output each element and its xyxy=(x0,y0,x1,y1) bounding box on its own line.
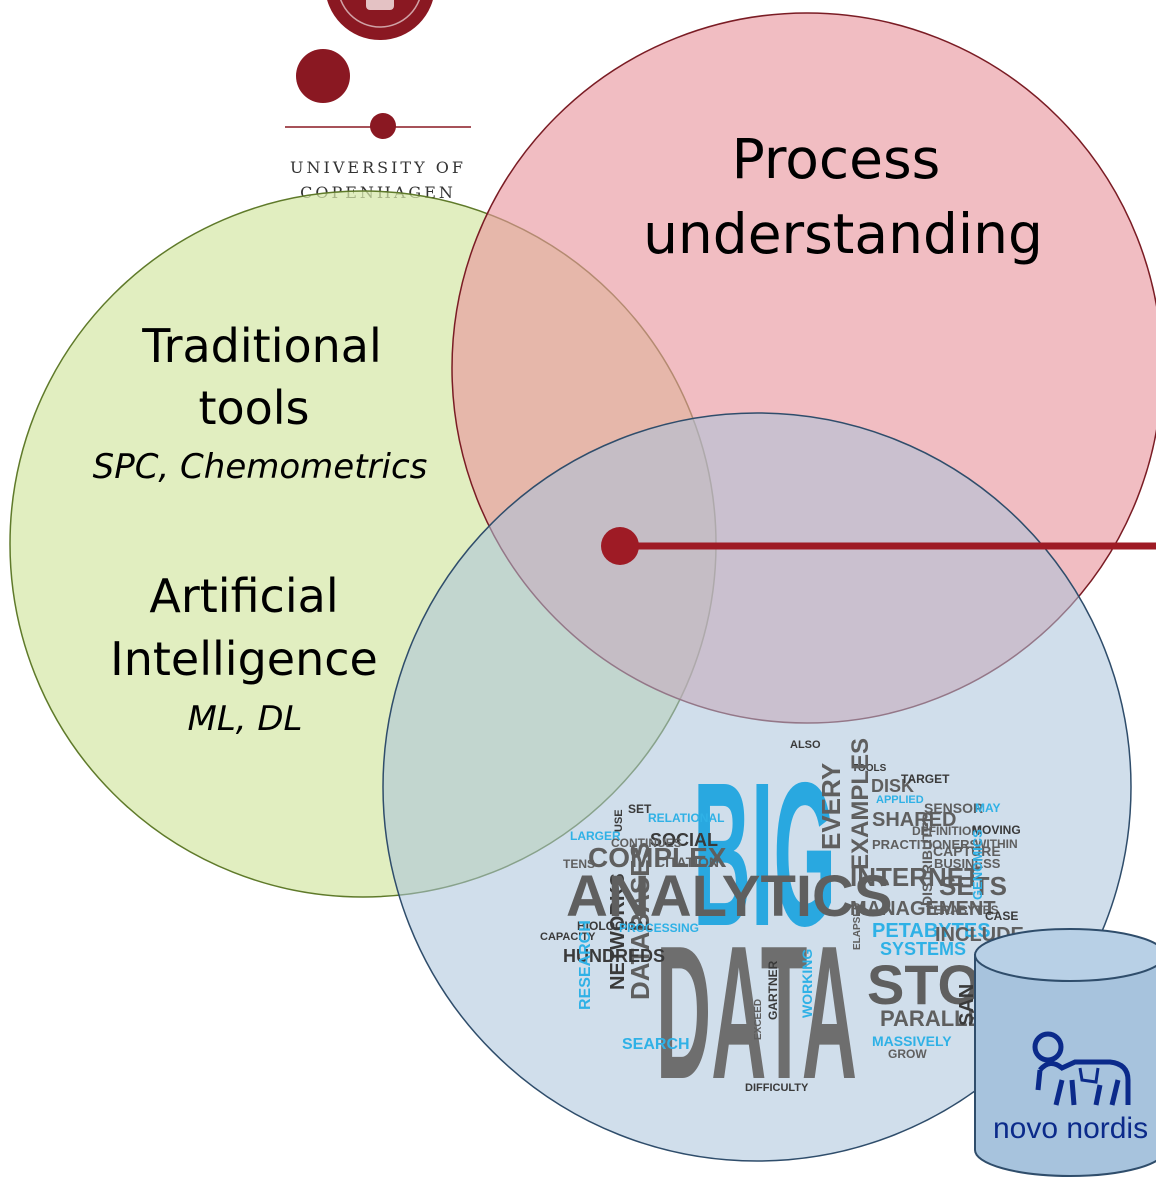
ai-line2: Intelligence xyxy=(110,632,378,686)
word-cloud-word: EVERY xyxy=(816,763,846,850)
traditional-tools-line1: Traditional xyxy=(141,319,382,373)
logo-small-dot-icon xyxy=(370,113,396,139)
word-cloud-word: MASSIVELY xyxy=(872,1033,952,1049)
word-cloud-word: TOOLS xyxy=(852,763,887,774)
word-cloud-word: CAPACITY xyxy=(540,931,596,943)
word-cloud-word: EXAMPLES xyxy=(847,738,874,870)
ai-examples: ML, DL xyxy=(187,699,302,739)
company-name: novo nordis xyxy=(993,1112,1148,1145)
university-seal-icon xyxy=(327,0,433,40)
word-cloud-word: INTERNET xyxy=(850,862,980,892)
word-cloud-word: DATABASES xyxy=(625,842,655,1000)
word-cloud-word: CONTINUES xyxy=(611,836,682,850)
word-cloud-word: DEFINITION xyxy=(912,824,980,838)
word-cloud-word: DISTRIBUTED xyxy=(919,812,935,906)
word-cloud-word: SAN xyxy=(956,984,978,1026)
word-cloud-word: PROCESSING xyxy=(619,921,699,935)
word-cloud-word: SET xyxy=(628,802,652,816)
word-cloud-word: MAY xyxy=(975,801,1001,815)
word-cloud-word: SENSOR xyxy=(924,800,983,816)
word-cloud-word: CAPTURE xyxy=(933,843,1001,859)
word-cloud-word: WORKING xyxy=(799,949,815,1018)
word-cloud-word: ANALYTICS xyxy=(566,864,893,929)
word-cloud-word: GROW xyxy=(888,1047,927,1061)
word-cloud-word: CITATION xyxy=(655,854,719,870)
word-cloud-word: APPLIED xyxy=(876,794,924,806)
word-cloud-word: PRACTITIONERS xyxy=(872,837,979,852)
word-cloud-word: TENS xyxy=(563,857,595,871)
university-name-line1: UNIVERSITY OF xyxy=(290,158,466,177)
process-title-line1: Process xyxy=(732,127,941,191)
word-cloud-word: NETWORKS xyxy=(607,873,629,990)
process-title-line2: understanding xyxy=(643,202,1043,266)
university-logo: UNIVERSITY OF COPENHAGEN xyxy=(285,0,471,202)
word-cloud-word: EXCEED xyxy=(753,999,764,1040)
word-cloud-word: BUSINESS xyxy=(934,856,1001,871)
word-cloud-word: ELAPSED xyxy=(852,903,863,950)
word-cloud-word: ALSO xyxy=(790,739,821,751)
traditional-tools-examples: SPC, Chemometrics xyxy=(93,447,428,487)
word-cloud-word: RELATIONAL xyxy=(648,811,724,825)
word-cloud-word: SHARED xyxy=(872,809,956,831)
word-cloud-word: SEARCH xyxy=(622,1036,690,1053)
novo-nordisk-database: novo nordis xyxy=(974,928,1156,1177)
data-circle xyxy=(382,412,1132,1162)
word-cloud-word: SYSTEMS xyxy=(880,939,966,959)
word-cloud-word: GENOMICS xyxy=(970,829,985,900)
word-cloud-word: CASE xyxy=(985,909,1018,923)
word-cloud-word: COMPLEX xyxy=(588,842,727,873)
word-cloud-word: WITHIN xyxy=(975,837,1018,851)
word-cloud-word: SOCIAL xyxy=(650,830,718,850)
word-cloud-data: DATA xyxy=(656,907,857,1119)
word-cloud-word: PETABYTES xyxy=(872,920,991,942)
word-cloud-word: MOVING xyxy=(972,823,1021,837)
logo-large-dot-icon xyxy=(296,49,350,103)
word-cloud-big: BIG xyxy=(693,740,836,969)
word-cloud-word: HUNDREDS xyxy=(563,946,665,966)
apis-bull-icon xyxy=(1032,1031,1131,1106)
word-cloud-word: USE xyxy=(613,809,625,832)
word-cloud-word: LARGER xyxy=(570,829,621,843)
word-cloud-word: TERABYTES xyxy=(926,903,999,917)
traditional-tools-line2: tools xyxy=(198,381,309,435)
word-cloud-word: MANAGEMENT xyxy=(850,898,996,920)
word-cloud-word: BIOLOGICAL xyxy=(577,919,652,933)
word-cloud-word: RESEARCH xyxy=(577,920,594,1010)
word-cloud-word: TARGET xyxy=(901,772,950,786)
word-cloud-word: SETS xyxy=(939,871,1007,901)
word-cloud-word: DIFFICULTY xyxy=(745,1082,809,1094)
ai-line1: Artificial xyxy=(149,569,338,623)
word-cloud-word: DISK xyxy=(871,776,914,796)
intersection-marker xyxy=(601,527,639,565)
word-cloud-word: GARTNER xyxy=(766,960,780,1020)
